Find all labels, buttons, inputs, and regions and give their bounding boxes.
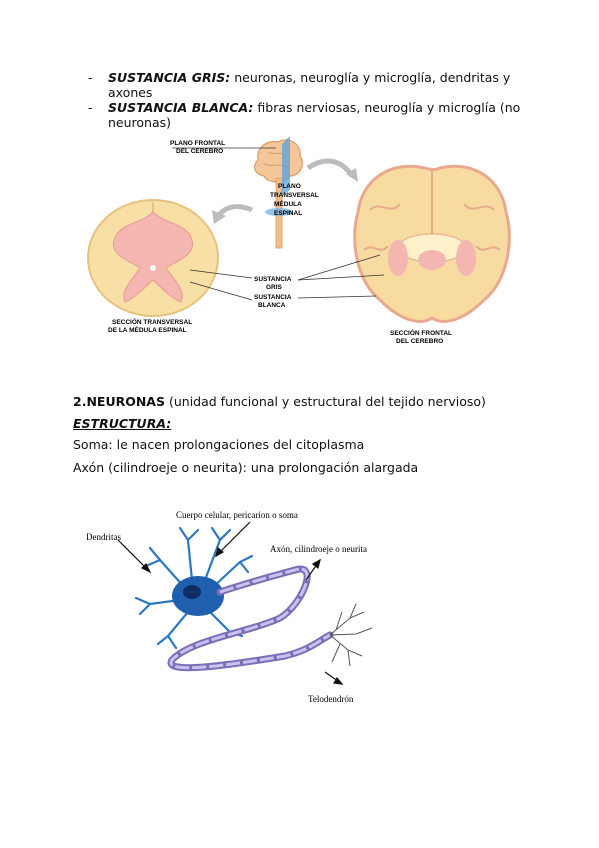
bullet-list: - SUSTANCIA GRIS: neuronas, neuroglía y …: [88, 70, 528, 130]
svg-text:PLANO FRONTAL DEL CEREBRO: PLANO FRONTAL DEL CEREBRO: [170, 140, 227, 155]
bullet-gray-matter: - SUSTANCIA GRIS: neuronas, neuroglía y …: [88, 70, 511, 100]
brain-spinal-cord-figure: PLANO FRONTAL DEL CEREBRO PLANO TRANSVER…: [87, 136, 511, 345]
bullet-white-matter: - SUSTANCIA BLANCA: fibras nerviosas, ne…: [88, 100, 521, 130]
estructura-heading: ESTRUCTURA:: [73, 416, 172, 431]
section-heading: 2.NEURONAS (unidad funcional y estructur…: [73, 394, 486, 409]
label-cuerpo-celular: Cuerpo celular, pericarion o soma: [176, 510, 298, 520]
brain-frontal-section-image: [353, 164, 511, 323]
svg-text:PLANO TRANSVERSAL MÉDU: PLANO TRANSVERSAL MÉDULA ESPINAL: [270, 183, 320, 217]
axon-line: Axón (cilindroeje o neurita): una prolon…: [73, 460, 419, 475]
label-sustancia-blanca: SUSTANCIA: [254, 294, 292, 301]
label-seccion-frontal: SECCIÓN FRONTAL: [390, 328, 452, 337]
svg-text:SUSTANCIA GRIS: SUSTANCIA GRIS: [254, 276, 293, 291]
neuron-figure: Cuerpo celular, pericarion o soma Dendri…: [86, 510, 373, 704]
bullet-text: neuronas, neuroglía y microglía, dendrit…: [108, 70, 511, 100]
bullet-text: fibras nerviosas, neuroglía y microglía …: [108, 100, 521, 130]
section-subtitle: (unidad funcional y estructural del teji…: [165, 394, 486, 409]
section-title: 2.NEURONAS: [73, 394, 165, 409]
label-dendritas: Dendritas: [86, 532, 121, 542]
label-plano-transversal: PLANO: [278, 183, 301, 190]
svg-text:SECCIÓN TRANSVERSAL DE LA: SECCIÓN TRANSVERSAL DE LA MÉDULA ESPINAL: [108, 317, 194, 334]
label-telodendron: Telodendrón: [308, 694, 354, 704]
svg-text:SECCIÓN FRONTAL DEL CEREBR: SECCIÓN FRONTAL DEL CEREBRO: [390, 328, 454, 345]
brain-planes-image: [254, 136, 303, 249]
bullet-term: SUSTANCIA GRIS:: [108, 70, 231, 85]
label-seccion-transversal: SECCIÓN TRANSVERSAL: [112, 317, 192, 326]
svg-text:SUSTANCIA BLANCA: SUSTANCIA BLANCA: [254, 294, 293, 309]
neuron-image: [134, 526, 373, 672]
label-plano-frontal: PLANO FRONTAL: [170, 140, 225, 147]
label-axon: Axón, cilindroeje o neurita: [270, 544, 367, 554]
soma-line: Soma: le nacen prolongaciones del citopl…: [73, 437, 365, 452]
spinal-cord-section-image: [87, 199, 219, 317]
bullet-term: SUSTANCIA BLANCA:: [108, 100, 254, 115]
label-sustancia-gris: SUSTANCIA: [254, 276, 292, 283]
